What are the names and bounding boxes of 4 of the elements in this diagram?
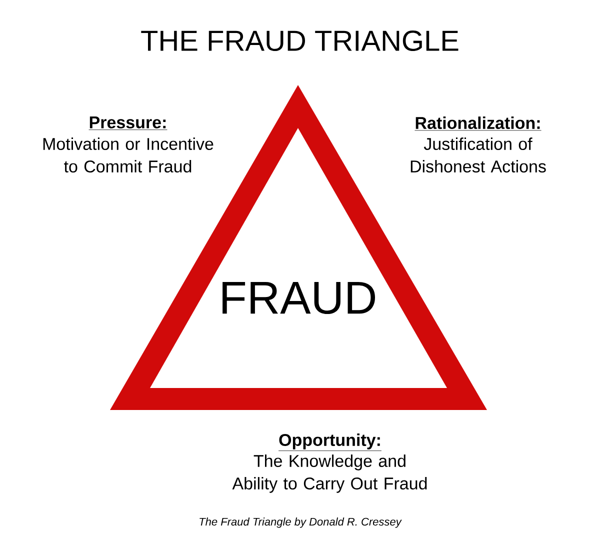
caption: The Fraud Triangle by Donald R. Cressey bbox=[200, 518, 402, 528]
heading: Opportunity: bbox=[278, 434, 382, 451]
title: THE FRAUD TRIANGLE bbox=[141, 30, 458, 52]
description: The Knowledge and Ability to Carry Out Fraud bbox=[232, 454, 427, 493]
